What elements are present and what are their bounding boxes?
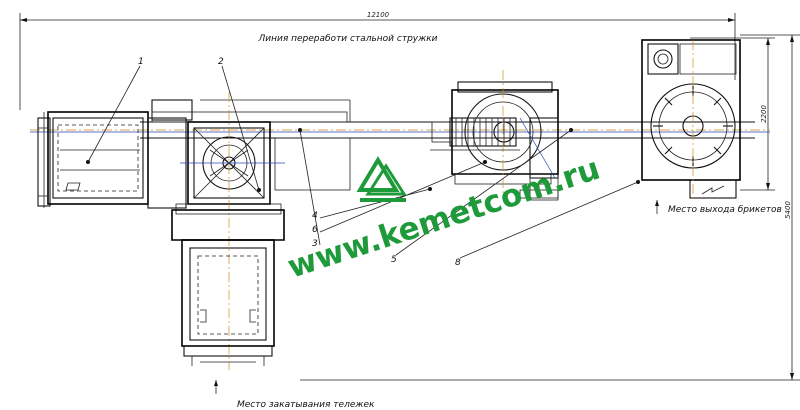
dimension-total-length: 12100 [19,11,736,110]
crusher-hopper [175,92,285,370]
dimension-width-right-value: 2200 [760,105,768,123]
exit-note-text: Место выхода брикетов [668,205,782,215]
cart-receiving-unit [37,111,149,208]
callout-8: 8 [455,258,461,268]
callout-2: 2 [218,57,224,67]
entry-note-text: Место закатывания тележек [237,400,375,410]
drawing-title: Линия переработи стальной стружки [257,34,437,44]
lower-cart-hopper [171,209,285,366]
dimension-height-overall-value: 5400 [784,201,792,219]
briquette-output-unit [641,39,741,200]
dimension-total-length-value: 12100 [367,11,390,19]
dimension-width-right: 2200 [690,37,775,191]
watermark: www.kemetcom.ru [283,151,604,286]
leader-lines [86,65,639,259]
hopper-frame [147,99,351,209]
callout-3: 3 [312,239,318,249]
dimension-height-overall: 5400 [300,34,800,381]
callout-1: 1 [138,57,144,67]
callout-5: 5 [391,255,397,265]
callout-6: 6 [312,225,318,235]
callout-4: 4 [312,211,318,221]
exit-note: Место выхода брикетов [655,200,782,215]
watermark-logo-icon [356,156,407,202]
entry-note: Место закатывания тележек [214,380,375,410]
watermark-text: www.kemetcom.ru [283,151,604,286]
